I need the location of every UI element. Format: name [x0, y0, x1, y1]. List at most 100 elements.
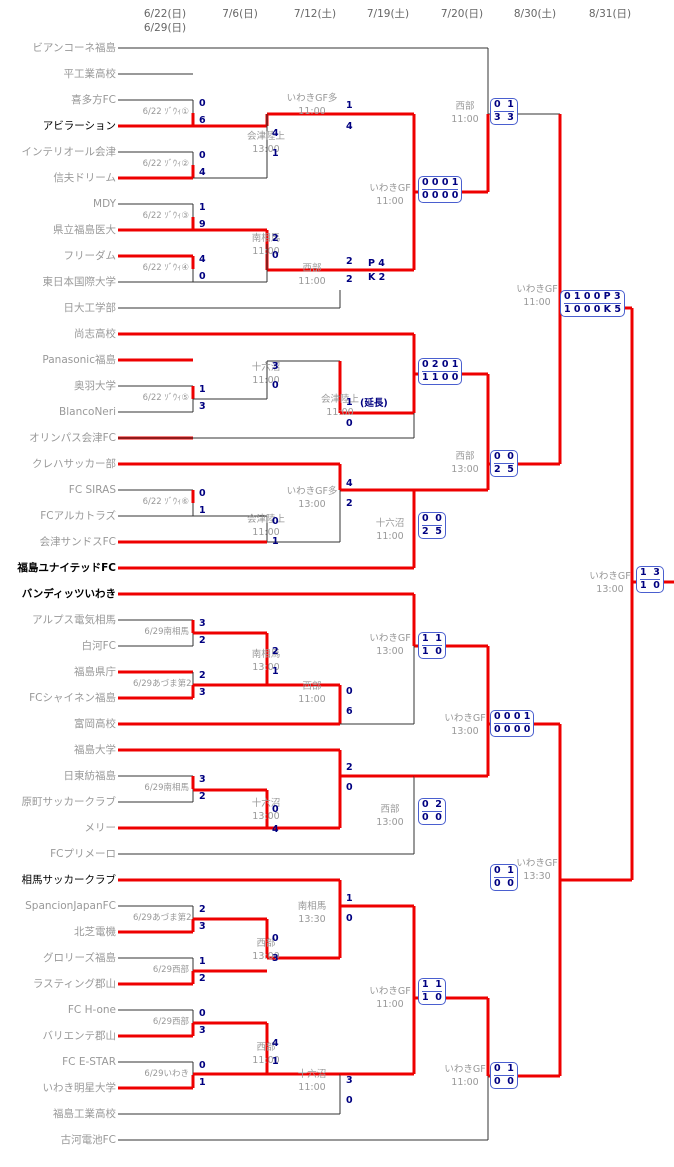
venue-label: 十六沼: [375, 518, 405, 529]
team-name: ラスティング郡山: [32, 978, 116, 990]
team-name: 会津サンドスFC: [39, 536, 116, 548]
score: 1: [199, 956, 206, 967]
team-name: ビアンコーネ福島: [32, 42, 116, 54]
venue-time: 11:00: [376, 999, 404, 1010]
venue-time: 13:00: [298, 499, 326, 510]
date-header: 6/22(日): [143, 8, 187, 20]
score: 1: [272, 666, 279, 677]
score: 0: [199, 98, 206, 109]
match-label: 6/22 ｿﾞｳｨ③: [142, 211, 189, 221]
venue-time: 11:00: [298, 106, 326, 117]
team-name: インテリオール会津: [21, 146, 117, 158]
team-name: 福島工業高校: [53, 1108, 116, 1120]
team-name: 原町サッカークラブ: [21, 796, 117, 808]
score: 1: [199, 202, 206, 213]
score: 1: [346, 397, 353, 408]
venue-time: 11:00: [376, 531, 404, 542]
half-1: 0 0: [422, 513, 442, 524]
team-name: アルプス電気相馬: [32, 614, 116, 626]
score: 0: [199, 150, 206, 161]
score: 0: [272, 933, 279, 944]
venue-time: 13:00: [252, 811, 280, 822]
team-name: 平工業高校: [63, 68, 117, 80]
match-label: 6/29いわき: [144, 1069, 189, 1079]
team-name: バンディッツいわき: [21, 588, 116, 600]
venue-label: いわきGF: [369, 183, 411, 194]
venue-label: いわきGF: [369, 986, 411, 997]
team-name: 日東紡福島: [63, 770, 117, 782]
venue-label: 十六沼: [251, 798, 281, 809]
venue-time: 11:00: [252, 527, 280, 538]
venue-label: 会津陸上: [246, 514, 285, 525]
team-name: 県立福島医大: [53, 224, 116, 236]
venue-time: 13:00: [376, 817, 404, 828]
venue-time: 11:00: [523, 297, 551, 308]
team-name: 白河FC: [81, 640, 116, 652]
date-header: 8/30(土): [513, 8, 557, 20]
team-name: 日大工学部: [63, 302, 117, 314]
match-label: 6/29あづま第2: [133, 913, 192, 923]
team-name: 古河電池FC: [60, 1134, 116, 1146]
half-2: 0 0 0 0: [422, 189, 459, 201]
team-name: 相馬サッカークラブ: [21, 874, 117, 886]
half-1: 1 1: [422, 979, 442, 990]
half-2: 1 0 0 0 K 5: [564, 303, 621, 315]
team-name: 信夫ドリーム: [53, 172, 116, 184]
date-header: 7/19(土): [366, 8, 410, 20]
venue-time: 13:30: [523, 871, 551, 882]
score: 2: [199, 904, 206, 915]
venue-time: 13:00: [451, 464, 479, 475]
venue-label: 会津陸上: [246, 131, 285, 142]
half-1: 0 2 0 1: [422, 359, 459, 370]
team-name: 尚志高校: [74, 328, 116, 340]
venue-time: 11:00: [298, 276, 326, 287]
score: 1: [346, 100, 353, 111]
team-name: FCアルカトラズ: [40, 510, 116, 522]
score: 3: [199, 921, 206, 932]
team-name: FCシャイネン福島: [29, 692, 116, 704]
half-2: 1 0: [640, 579, 660, 591]
half-2: 2 5: [422, 525, 442, 537]
venue-time: 13:00: [596, 584, 624, 595]
team-name: FC H-one: [67, 1004, 116, 1016]
match-label: 6/22 ｿﾞｳｨ②: [142, 159, 189, 169]
venue-time: 11:00: [252, 246, 280, 257]
team-name: 福島ユナイテッドFC: [17, 562, 116, 574]
venue-label: いわきGF多: [286, 93, 338, 104]
match-label: 6/29西部: [152, 965, 189, 975]
half-1: 0 0: [494, 451, 514, 462]
score: 3: [199, 1025, 206, 1036]
score: 1: [346, 893, 353, 904]
half-2: 0 0: [422, 811, 442, 823]
venue-time: 11:00: [298, 694, 326, 705]
score: 4: [346, 121, 353, 132]
team-name: 富岡高校: [74, 718, 116, 730]
team-name: 喜多方FC: [71, 94, 116, 106]
half-1: 1 1: [422, 633, 442, 644]
score: 0: [272, 804, 279, 815]
team-name: クレハサッカー部: [32, 458, 116, 470]
score: 3: [199, 401, 206, 412]
score: 4: [272, 824, 279, 835]
match-label: 6/29南相馬: [144, 783, 189, 793]
venue-label: 十六沼: [297, 1069, 327, 1080]
date-header: 6/29(日): [143, 22, 187, 34]
score: 0: [199, 271, 206, 282]
score: 1: [272, 148, 279, 159]
match-label: 6/22 ｿﾞｳｨ①: [142, 107, 189, 117]
score: 1: [272, 1056, 279, 1067]
score: 4: [346, 478, 353, 489]
half-2: 1 0: [422, 991, 442, 1003]
score: 2: [272, 646, 279, 657]
team-name: MDY: [93, 198, 116, 210]
score: 0: [346, 782, 353, 793]
half-1: 1 3: [640, 567, 660, 578]
team-name: いわき明星大学: [42, 1082, 117, 1094]
score: 2: [346, 498, 353, 509]
match-label: 6/29あづま第2: [133, 679, 192, 689]
score: 0: [346, 686, 353, 697]
